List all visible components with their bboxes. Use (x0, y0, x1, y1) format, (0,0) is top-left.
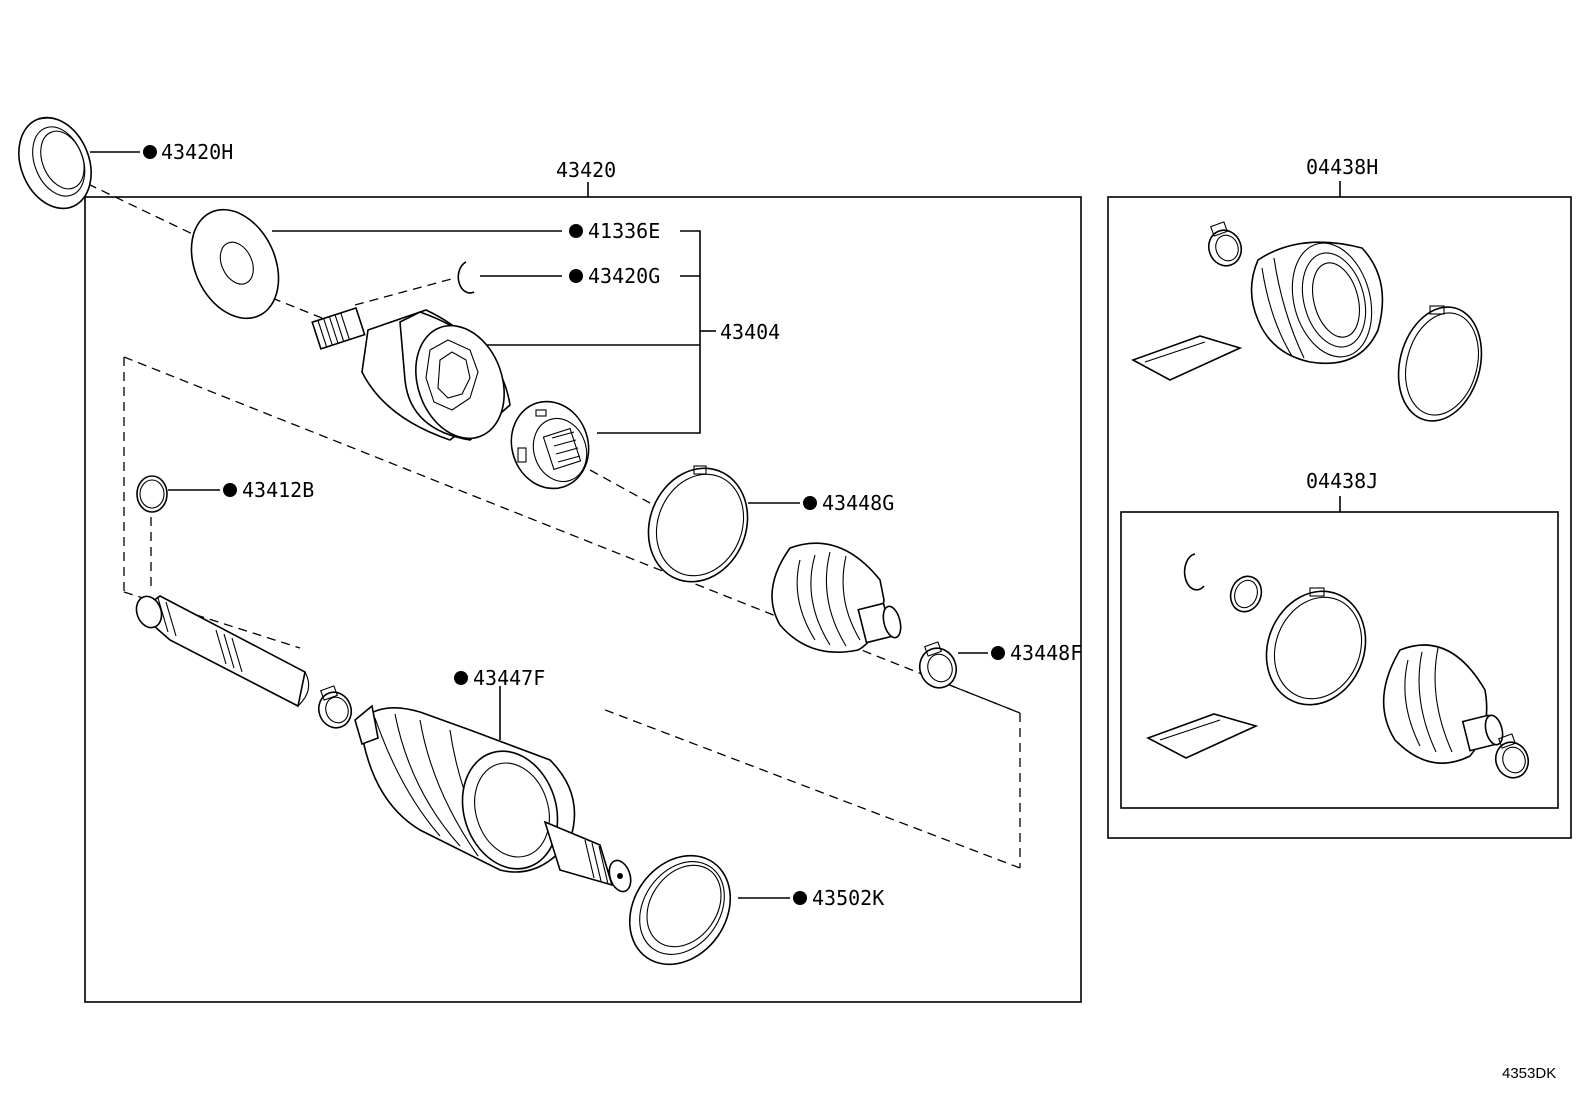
label-43420h: 43420H (161, 140, 233, 164)
marker-43448f (991, 646, 1005, 660)
boot-clamp-small-icon (918, 641, 958, 689)
kit-h-band-icon (1397, 305, 1483, 422)
label-41336e: 41336E (588, 219, 660, 243)
label-43448g: 43448G (822, 491, 894, 515)
kit-j-ring-inner (1234, 579, 1258, 609)
figure-code: 4353DK (1502, 1065, 1556, 1082)
marker-43420g (569, 269, 583, 283)
kit-h-grease-packet-seam (1144, 341, 1206, 363)
axis-shaft-return (599, 707, 1021, 869)
outboard-joint-icon (354, 704, 632, 893)
label-04438j: 04438J (1306, 469, 1378, 493)
kit-j-clamp-icon (1494, 733, 1530, 779)
axis-shaft-upper (123, 356, 1021, 714)
kit-h-grease-packet-icon (1131, 335, 1243, 381)
inboard-joint-housing-icon (311, 306, 511, 441)
marker-43447f (454, 671, 468, 685)
label-43447f: 43447F (473, 666, 545, 690)
bracket-43404 (597, 230, 701, 434)
snap-ring-icon (457, 261, 475, 294)
kit-j-grease-packet-icon (1146, 713, 1259, 759)
tripod-joint-icon (510, 400, 590, 490)
axis-dust-deflector (87, 183, 206, 241)
marker-43502k (793, 891, 807, 905)
snap-ring-43412b-inner (139, 479, 165, 509)
inboard-boot-icon (771, 542, 902, 653)
kit-j-ring-icon (1229, 575, 1263, 613)
washer-icon (190, 208, 280, 320)
label-43404: 43404 (720, 320, 780, 344)
dust-deflector-icon (18, 116, 92, 210)
marker-43448g (803, 496, 817, 510)
kit-j-grease-packet-seam (1159, 719, 1221, 741)
marker-41336e (569, 224, 583, 238)
snap-ring-43412b-icon (136, 475, 168, 513)
assembly-frame (84, 196, 1082, 1003)
kit-h-clamp-icon (1207, 221, 1243, 267)
label-04438h: 04438H (1306, 155, 1378, 179)
label-43412b: 43412B (242, 478, 314, 502)
shaft-clamp-icon (317, 685, 353, 729)
marker-43412b (223, 483, 237, 497)
axis-clamp (951, 685, 1021, 714)
label-43448f: 43448F (1010, 641, 1082, 665)
kit-j-band-icon (1265, 587, 1367, 706)
kit-j-boot-icon (1382, 644, 1504, 764)
marker-43420h (143, 145, 157, 159)
kit-h-boot-icon (1250, 241, 1384, 365)
axle-shaft-icon (135, 595, 310, 708)
kit-j-snap-ring-icon (1183, 553, 1205, 591)
axis-washer (271, 297, 323, 319)
axis-tripod (589, 469, 651, 504)
label-43420g: 43420G (588, 264, 660, 288)
label-43502k: 43502K (812, 886, 884, 910)
boot-clamp-large-icon (647, 465, 749, 583)
dust-seal-icon (628, 854, 732, 966)
label-43420: 43420 (556, 158, 616, 182)
axis-snap-ring (354, 277, 456, 306)
